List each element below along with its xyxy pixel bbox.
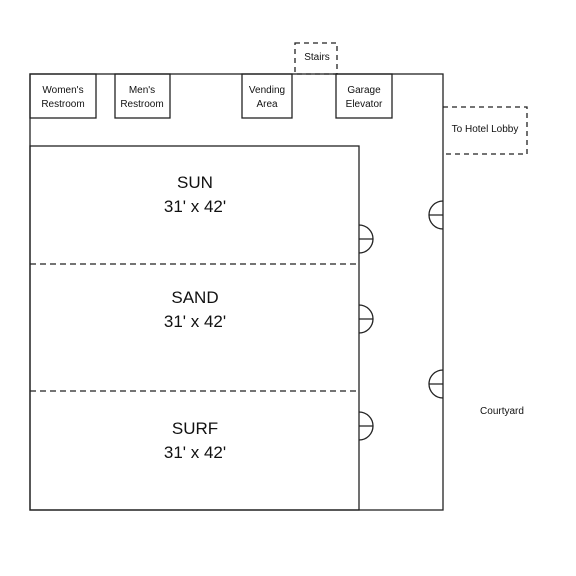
womens-restroom-box[interactable] bbox=[29, 73, 97, 119]
door-sun[interactable] bbox=[358, 224, 374, 254]
womens-restroom-label-2: Restroom bbox=[41, 99, 84, 110]
vending-area-label-2: Area bbox=[256, 99, 278, 110]
mens-restroom-box[interactable] bbox=[114, 73, 171, 119]
vending-area-box[interactable] bbox=[241, 73, 293, 119]
stairs-label: Stairs bbox=[304, 52, 330, 63]
garage-elevator-label-1: Garage bbox=[347, 85, 381, 96]
ballroom-outline bbox=[29, 145, 360, 511]
womens-restroom-label-1: Women's bbox=[42, 85, 83, 96]
stairs-area[interactable] bbox=[294, 42, 338, 75]
door-surf[interactable] bbox=[358, 411, 374, 441]
hotel-lobby-passage[interactable] bbox=[443, 106, 528, 155]
courtyard-label: Courtyard bbox=[480, 406, 524, 417]
room-sun-dimensions: 31' x 42' bbox=[164, 197, 226, 216]
door-sand[interactable] bbox=[358, 304, 374, 334]
room-surf-dimensions: 31' x 42' bbox=[164, 443, 226, 462]
room-surf-name: SURF bbox=[172, 419, 218, 438]
mens-restroom-label-2: Restroom bbox=[120, 99, 163, 110]
room-sand-dimensions: 31' x 42' bbox=[164, 312, 226, 331]
hotel-lobby-label: To Hotel Lobby bbox=[452, 124, 519, 135]
room-sand-name: SAND bbox=[171, 288, 218, 307]
garage-elevator-label-2: Elevator bbox=[346, 99, 383, 110]
door-courtyard-1[interactable] bbox=[428, 200, 444, 230]
door-courtyard-2[interactable] bbox=[428, 369, 444, 399]
building-outline bbox=[29, 73, 444, 511]
mens-restroom-label-1: Men's bbox=[129, 85, 155, 96]
vending-area-label-1: Vending bbox=[249, 85, 285, 96]
garage-elevator-box[interactable] bbox=[335, 73, 393, 119]
room-sun-name: SUN bbox=[177, 173, 213, 192]
